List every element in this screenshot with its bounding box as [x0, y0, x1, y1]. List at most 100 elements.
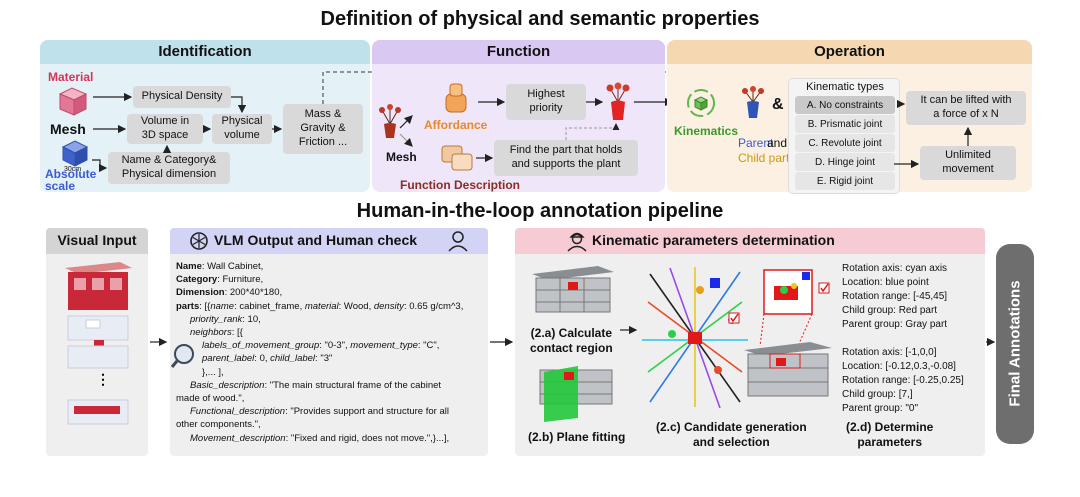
affordance-hand-icon — [445, 83, 467, 113]
vlm-line-2: Dimension: 200*40*180, — [176, 287, 283, 299]
function-title: Function — [486, 43, 551, 60]
vlm-output-text: Name: Wall Cabinet, Category: Furniture,… — [176, 260, 463, 445]
mass-gravity-box: Mass & Gravity & Friction ... — [283, 104, 363, 154]
param-2-3: Child group: [7,] — [842, 389, 913, 400]
visual-input-title: Visual Input — [57, 232, 137, 248]
params-block-1: Rotation axis: cyan axis Location: blue … — [842, 262, 947, 332]
vlm-line-12: other components.", — [176, 419, 261, 431]
scale-tick-label: 30cm — [64, 166, 82, 173]
step-2c-label: (2.c) Candidate generation and selection — [656, 420, 807, 449]
vlm-line-13: Movement_description: "Fixed and rigid, … — [190, 432, 450, 444]
function-description-label: Function Description — [400, 178, 520, 192]
red-vase-icon — [606, 82, 630, 120]
vlm-line-4: priority_rank: 10, — [190, 313, 261, 325]
volume-3d-box: Volume in 3D space — [127, 114, 203, 144]
param-1-3: Child group: Red part — [842, 305, 938, 316]
step-2d-label: (2.d) Determine parameters — [846, 420, 934, 449]
param-1-2: Rotation range: [-45,45] — [842, 291, 948, 302]
params-block-2: Rotation axis: [-1,0,0] Location: [-0.12… — [842, 346, 964, 416]
child-parts-label: Child parts — [738, 151, 796, 165]
operation-header — [667, 40, 1032, 64]
vlm-line-10: made of wood.", — [176, 393, 245, 405]
top-title: Definition of physical and semantic prop… — [320, 8, 760, 30]
final-annotations-panel — [996, 244, 1034, 444]
unlimited-movement-box: Unlimited movement — [920, 146, 1016, 180]
render-red-cabinet — [65, 262, 132, 310]
kp-title: Kinematic parameters determination — [592, 232, 835, 248]
operation-vase-icon — [742, 86, 764, 118]
vlm-line-1: Category: Furniture, — [176, 274, 264, 286]
param-1-0: Rotation axis: cyan axis — [842, 263, 948, 274]
vlm-line-5: neighbors: [{ — [190, 327, 243, 339]
engineer-icon — [567, 232, 587, 252]
absolute-scale-label: Absolute scale — [45, 167, 97, 193]
param-2-1: Location: [-0.12,0.3,-0.08] — [842, 361, 956, 372]
contact-region-render — [532, 266, 614, 313]
material-cube-icon — [58, 87, 88, 116]
vlm-line-8: },... ], — [202, 366, 224, 378]
magnifier-icon — [170, 344, 194, 368]
mesh-label: Mesh — [50, 121, 86, 137]
physical-density-box: Physical Density — [133, 86, 231, 108]
svg-text:⋮: ⋮ — [96, 371, 110, 387]
find-part-box: Find the part that holds and supports th… — [494, 140, 638, 176]
vlm-line-7: parent_label: 0, child_label: "3" — [202, 353, 333, 365]
render-bottom-cabinet — [67, 399, 129, 425]
kinematics-cube-icon — [687, 89, 715, 117]
param-2-2: Rotation range: [-0.25,0.25] — [842, 375, 964, 386]
vlm-line-0: Name: Wall Cabinet, — [176, 261, 264, 272]
lift-force-box: It can be lifted with a force of x N — [906, 91, 1026, 125]
scale-cube-icon — [61, 140, 89, 167]
function-mesh-label: Mesh — [386, 150, 417, 164]
vlm-line-9: Basic_description: "The main structural … — [190, 379, 442, 391]
vlm-panel — [170, 228, 488, 456]
operation-title: Operation — [814, 43, 885, 60]
kp-panel — [515, 228, 985, 456]
render-red-part — [67, 340, 129, 369]
identification-title: Identification — [158, 43, 252, 60]
human-check-icon — [448, 231, 468, 252]
plant-vase-icon — [379, 104, 401, 138]
parent-label: Parent — [738, 136, 774, 150]
kinematics-label: Kinematics — [674, 124, 739, 138]
step-2b-label: (2.b) Plane fitting — [528, 430, 626, 444]
ampersand-label: & — [772, 96, 784, 113]
render-white-cabinet — [67, 315, 129, 341]
kinematic-types-panel: Kinematic types A. No constraints B. Pri… — [788, 78, 900, 194]
kinematic-type-a: A. No constraints — [795, 96, 895, 114]
vlm-line-3: parts: [{name: cabinet_frame, material: … — [176, 300, 464, 312]
vlm-header — [170, 228, 488, 254]
checkbox-icon — [818, 282, 830, 294]
and-word-label: and — [767, 136, 788, 150]
material-label: Material — [48, 70, 94, 84]
determine-params-render — [744, 269, 832, 397]
vlm-line-11: Functional_description: "Provides suppor… — [190, 406, 449, 418]
param-2-4: Parent group: "0" — [842, 403, 919, 414]
plane-fitting-render — [539, 366, 613, 422]
vlm-title: VLM Output and Human check — [214, 232, 418, 248]
identification-header — [40, 40, 370, 64]
kp-header — [515, 228, 985, 254]
visual-input-header — [46, 228, 148, 254]
kinematic-type-e: E. Rigid joint — [795, 172, 895, 190]
param-1-4: Parent group: Gray part — [842, 319, 948, 330]
param-2-0: Rotation axis: [-1,0,0] — [842, 347, 937, 358]
param-1-1: Location: blue point — [842, 277, 929, 288]
highest-priority-box: Highest priority — [506, 84, 586, 120]
kinematic-type-b: B. Prismatic joint — [795, 115, 895, 133]
checkbox-icon-2 — [728, 312, 740, 324]
openai-logo-icon — [190, 232, 208, 250]
visual-input-renders: ⋮ — [65, 262, 132, 425]
chat-bubbles-icon — [441, 145, 473, 171]
kinematic-type-d: D. Hinge joint — [795, 153, 895, 171]
physical-volume-box: Physical volume — [212, 114, 272, 144]
function-header — [372, 40, 665, 64]
kinematic-type-c: C. Revolute joint — [795, 134, 895, 152]
candidate-axes-render — [642, 267, 748, 409]
pipeline-title: Human-in-the-loop annotation pipeline — [356, 200, 724, 222]
kinematic-types-title: Kinematic types — [806, 81, 884, 93]
affordance-label: Affordance — [424, 118, 488, 132]
vlm-line-6: labels_of_movement_group: "0-3", movemen… — [202, 340, 440, 352]
